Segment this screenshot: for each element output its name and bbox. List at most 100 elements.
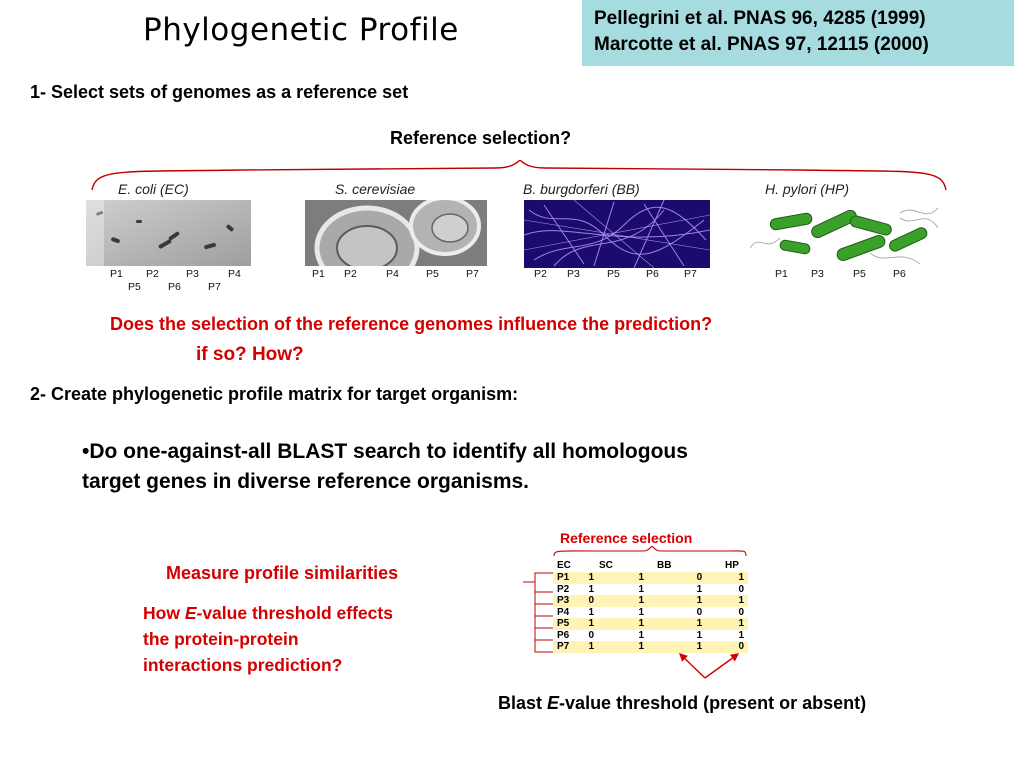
matrix-caption-brace (553, 546, 747, 557)
protein-tag: P6 (168, 281, 181, 293)
matrix-caption: Reference selection (560, 530, 693, 546)
matrix-row: P4 1 1 0 0 (553, 607, 748, 619)
matrix-cell: 1 (734, 618, 748, 630)
blast-evalue-caption: Blast E-value threshold (present or abse… (498, 693, 867, 713)
protein-tag: P5 (128, 281, 141, 293)
scerevisiae-micrograph (305, 200, 487, 266)
organism-label-bburgdorferi: B. burgdorferi (BB) (523, 181, 640, 197)
protein-tag: P7 (208, 281, 221, 293)
blast-bullet: •Do one-against-all BLAST search to iden… (82, 437, 688, 497)
matrix-header-row: EC SC BB HP (553, 558, 748, 572)
matrix-cell: 1 (638, 606, 645, 618)
protein-tag: P4 (386, 268, 399, 280)
protein-tag: P3 (567, 268, 580, 280)
citation-pellegrini: Pellegrini et al. PNAS 96, 4285 (1999) (594, 8, 926, 29)
matrix-row-label: P1 (553, 572, 585, 584)
protein-tag: P5 (607, 268, 620, 280)
evalue-question: How E-value threshold effects the protei… (143, 603, 393, 675)
bburgdorferi-micrograph (524, 200, 710, 268)
matrix-cell: 1 (588, 583, 595, 595)
matrix-row-label: P2 (557, 583, 570, 595)
ecoli-micrograph (86, 200, 251, 266)
blast-term: BLAST (277, 440, 348, 463)
matrix-cell: 1 (734, 595, 748, 607)
protein-tag: P7 (684, 268, 697, 280)
measure-profile-similarities: Measure profile similarities (166, 563, 399, 583)
protein-tag: P5 (426, 268, 439, 280)
matrix-cell: 1 (584, 641, 635, 653)
matrix-cell: 1 (584, 618, 635, 630)
organism-label-scerevisiae: S. cerevisiae (335, 181, 416, 197)
reference-selection-question: Reference selection? (390, 128, 572, 148)
citation-box: Pellegrini et al. PNAS 96, 4285 (1999) M… (582, 0, 1014, 66)
hpylori-micrograph (750, 198, 940, 268)
protein-tag: P2 (344, 268, 357, 280)
matrix-row: P6 0 1 1 1 (553, 630, 748, 642)
matrix-cell: 0 (584, 595, 635, 607)
matrix-cell: 0 (738, 583, 744, 595)
evalue-arrows (678, 653, 740, 679)
page-title: Phylogenetic Profile (143, 12, 459, 48)
step-1-heading: 1- Select sets of genomes as a reference… (30, 82, 409, 102)
matrix-row-bracket (523, 572, 553, 653)
matrix-row-label: P4 (557, 606, 570, 618)
matrix-cell: 0 (696, 606, 703, 618)
matrix-cell: 1 (738, 629, 744, 641)
protein-tag: P3 (186, 268, 199, 280)
protein-tag: P7 (466, 268, 479, 280)
profile-matrix-table: EC SC BB HP (553, 558, 748, 572)
matrix-cell: 1 (696, 629, 703, 641)
matrix-cell: 1 (634, 572, 693, 584)
protein-tag: P2 (534, 268, 547, 280)
matrix-cell: 1 (692, 618, 735, 630)
protein-tag: P6 (893, 268, 906, 280)
matrix-col-header: EC (557, 559, 571, 571)
matrix-cell: 1 (638, 583, 645, 595)
matrix-col-header: BB (657, 559, 672, 571)
matrix-cell: 1 (634, 618, 693, 630)
protein-tag: P3 (811, 268, 824, 280)
blast-bullet-line1: •Do one-against-all BLAST search to iden… (82, 440, 688, 463)
protein-tag: P4 (228, 268, 241, 280)
citation-marcotte: Marcotte et al. PNAS 97, 12115 (2000) (594, 34, 929, 55)
matrix-row: P2 1 1 1 0 (553, 584, 748, 596)
protein-tag: P1 (312, 268, 325, 280)
matrix-row-label: P7 (553, 641, 585, 653)
protein-tag: P5 (853, 268, 866, 280)
blast-bullet-line2: target genes in diverse reference organi… (82, 470, 530, 493)
step-2-heading: 2- Create phylogenetic profile matrix fo… (30, 384, 519, 404)
reference-brace (91, 160, 947, 191)
matrix-cell: 0 (692, 572, 735, 584)
matrix-cell: 1 (696, 583, 703, 595)
matrix-col-header: HP (725, 559, 739, 571)
protein-tag: P1 (775, 268, 788, 280)
matrix-cell: 1 (692, 641, 735, 653)
reference-influence-question: Does the selection of the reference geno… (110, 314, 713, 334)
matrix-row-label: P5 (553, 618, 585, 630)
matrix-cell: 1 (692, 595, 735, 607)
matrix-col-header: SC (599, 559, 613, 571)
protein-tag: P2 (146, 268, 159, 280)
matrix-cell: 1 (584, 572, 635, 584)
matrix-cell: 1 (638, 629, 645, 641)
matrix-cell: 0 (734, 641, 748, 653)
matrix-row-label: P3 (553, 595, 585, 607)
matrix-row-label: P6 (557, 629, 570, 641)
matrix-cell: 1 (588, 606, 595, 618)
reference-influence-how: if so? How? (196, 344, 304, 365)
matrix-cell: 0 (588, 629, 595, 641)
matrix-cell: 1 (634, 595, 693, 607)
matrix-cell: 0 (738, 606, 744, 618)
organism-label-ecoli: E. coli (EC) (118, 181, 189, 197)
protein-tag: P6 (646, 268, 659, 280)
matrix-cell: 1 (634, 641, 693, 653)
organism-label-hpylori: H. pylori (HP) (765, 181, 850, 197)
matrix-cell: 1 (734, 572, 748, 584)
protein-tag: P1 (110, 268, 123, 280)
